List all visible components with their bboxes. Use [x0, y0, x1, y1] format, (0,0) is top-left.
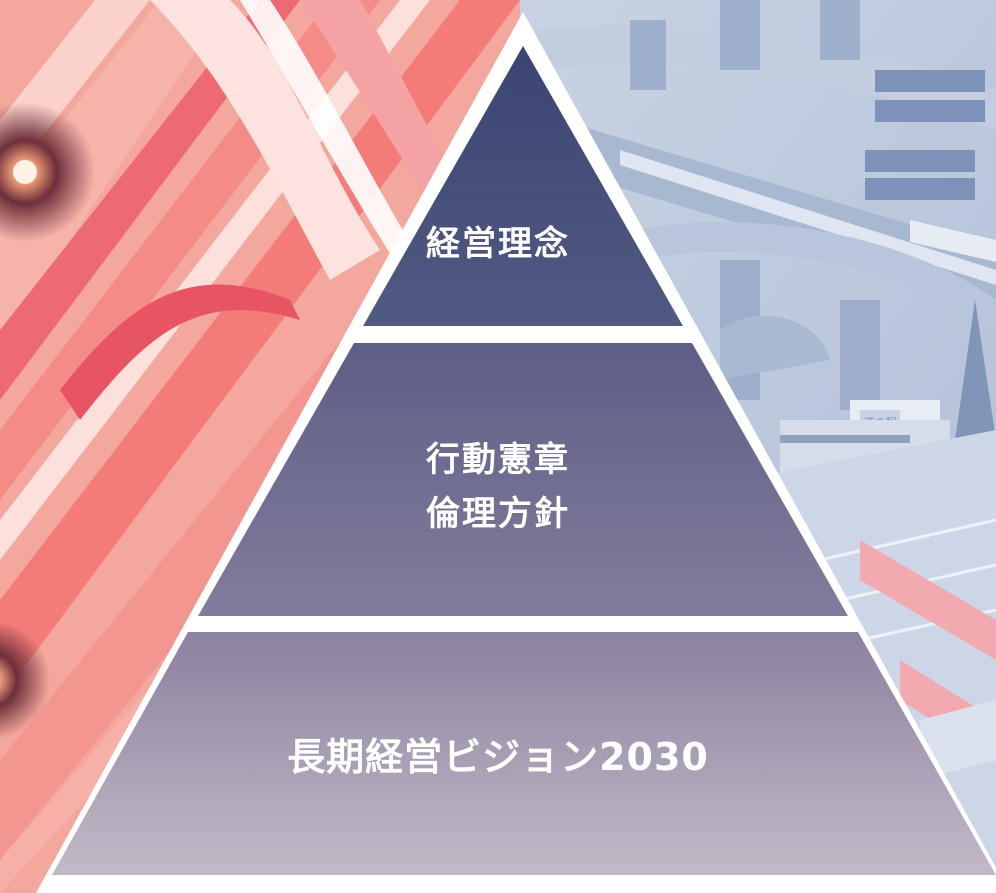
light-glow-lower	[0, 620, 50, 740]
tier-middle-shape	[198, 343, 848, 616]
light-core-upper	[13, 160, 37, 184]
tier-top-shape	[363, 46, 683, 326]
tier-top-label: 経営理念	[426, 224, 570, 264]
tier-bottom-shape	[52, 632, 996, 875]
tier-bottom-label: 長期経営ビジョン2030	[287, 735, 709, 779]
light-glow-upper	[0, 102, 95, 242]
tier-middle-label-line1: 行動憲章	[426, 440, 570, 480]
tier-middle-label-line2: 倫理方針	[426, 494, 570, 534]
